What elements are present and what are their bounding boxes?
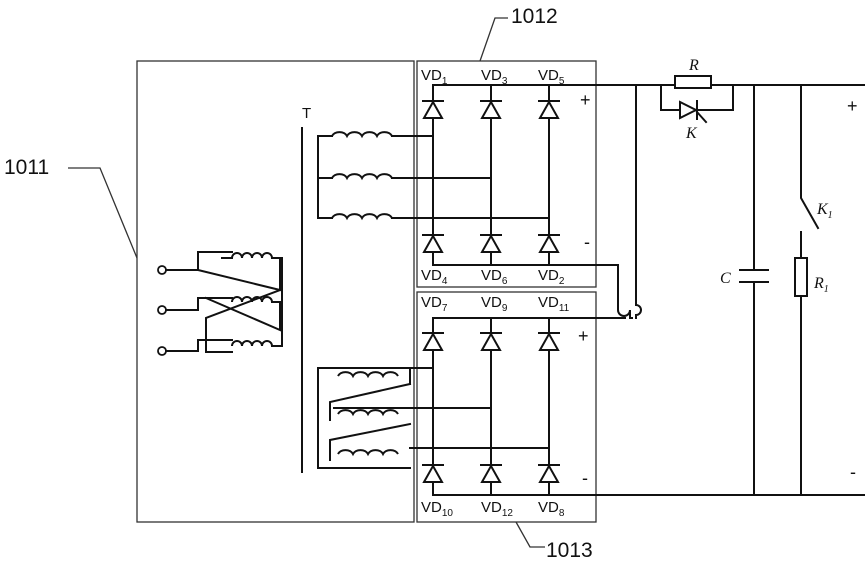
label-vd12: VD12: [481, 499, 513, 519]
label-vd11: VD11: [538, 294, 570, 314]
output-plus-sign: +: [847, 96, 858, 116]
label-1012: 1012: [511, 5, 558, 28]
diode-vd10: [422, 463, 444, 483]
leader-1011: [68, 167, 138, 259]
diode-vd2: [538, 233, 560, 253]
upper-plus-sign: +: [580, 90, 591, 110]
label-c: C: [720, 270, 731, 287]
diode-vd9: [480, 331, 502, 351]
lower-minus-sign: -: [582, 468, 588, 488]
label-vd1: VD1: [421, 67, 448, 87]
input-terminal-1: [157, 265, 167, 275]
leader-1013: [515, 521, 545, 548]
upper-plus-drop: [635, 84, 642, 319]
label-vd2: VD2: [538, 267, 565, 287]
label-r: R: [688, 57, 699, 74]
label-1013: 1013: [546, 539, 593, 562]
transformer-label: T: [302, 105, 311, 122]
label-vd6: VD6: [481, 267, 508, 287]
block-1011-outline: [136, 60, 415, 523]
diode-vd11: [538, 331, 560, 351]
label-vd4: VD4: [421, 267, 448, 287]
lower-plus-sign: +: [578, 326, 589, 346]
diode-vd12: [480, 463, 502, 483]
label-vd3: VD3: [481, 67, 508, 87]
label-vd9: VD9: [481, 294, 508, 314]
diode-vd4: [422, 233, 444, 253]
switch-k1: [800, 84, 820, 259]
diode-vd3: [480, 99, 502, 119]
diode-vd7: [422, 331, 444, 351]
leader-1012: [479, 17, 508, 62]
label-1011: 1011: [4, 156, 49, 179]
primary-winding: [157, 251, 283, 356]
label-vd7: VD7: [421, 294, 448, 314]
resistor-r1: [794, 257, 808, 496]
label-k1: K1: [816, 201, 833, 221]
resistor-r: [674, 75, 712, 89]
input-terminal-3: [157, 346, 167, 356]
label-vd5: VD5: [538, 67, 565, 87]
upper-minus-sign: -: [584, 232, 590, 252]
label-k: K: [685, 125, 698, 142]
output-minus-sign: -: [850, 462, 856, 482]
thyristor-k: [679, 100, 708, 124]
lower-bridge: [422, 317, 865, 496]
diode-vd1: [422, 99, 444, 119]
diode-vd6: [480, 233, 502, 253]
label-vd10: VD10: [421, 499, 453, 519]
label-vd8: VD8: [538, 499, 565, 519]
capacitor-c: [739, 84, 769, 496]
input-terminal-2: [157, 305, 167, 315]
diode-vd8: [538, 463, 560, 483]
label-r1: R1: [813, 275, 829, 295]
series-interconnect: [564, 264, 633, 319]
upper-bridge: [422, 84, 865, 266]
diode-vd5: [538, 99, 560, 119]
block-1012-outline: [416, 60, 597, 288]
upper-secondary-winding: [317, 131, 550, 221]
